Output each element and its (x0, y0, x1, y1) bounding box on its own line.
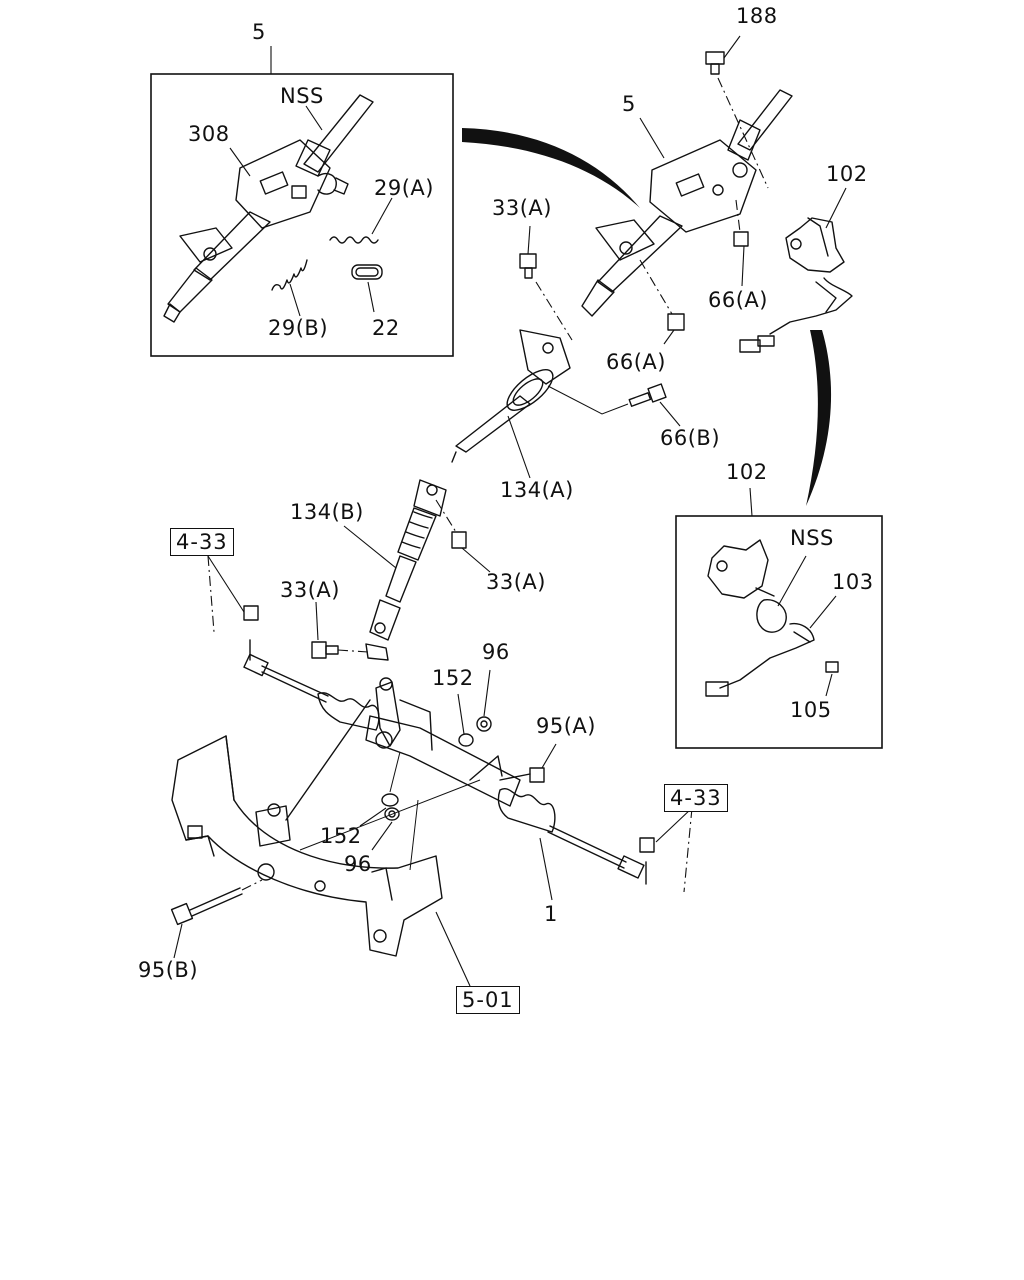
ref-4-33-left[interactable]: 4-33 (170, 528, 234, 556)
callout-96-top: 96 (482, 640, 510, 664)
callout-152-top: 152 (432, 666, 474, 690)
ref-5-01[interactable]: 5-01 (456, 986, 520, 1014)
spring-29a (329, 236, 379, 244)
front-crossmember (171, 699, 443, 957)
callout-66b: 66(B) (660, 426, 721, 450)
callout-95b: 95(B) (138, 958, 199, 982)
callout-188: 188 (736, 4, 778, 28)
bolt-33a-left (311, 641, 339, 659)
bolt-188 (705, 51, 725, 75)
callout-5-inset: 5 (252, 20, 266, 44)
washer-152-bottom (381, 793, 399, 807)
callout-22: 22 (372, 316, 400, 340)
tie-rod-nut-right (639, 837, 655, 853)
bolt-66b (628, 383, 667, 407)
bolt-33a-top (519, 253, 537, 279)
callout-33a-mid: 33(A) (486, 570, 546, 594)
bolt-33a-mid (451, 531, 467, 549)
callout-95a: 95(A) (536, 714, 596, 738)
ref-4-33-right[interactable]: 4-33 (664, 784, 728, 812)
callout-1: 1 (544, 902, 558, 926)
detail-arrow-right (806, 330, 832, 506)
switch-inset-frame (675, 515, 883, 749)
switch-detail-inset (675, 487, 883, 749)
callout-96-bottom: 96 (344, 852, 372, 876)
nut-66a-upper (733, 199, 749, 247)
inset-column (163, 94, 374, 323)
callout-29a: 29(A) (374, 176, 434, 200)
callout-66a-upper: 66(A) (708, 288, 768, 312)
nut-66a-lower (639, 259, 685, 331)
callout-66a-lower: 66(A) (606, 350, 666, 374)
main-steering-column (581, 89, 793, 317)
callout-105: 105 (790, 698, 832, 722)
lower-shaft-134b (365, 479, 447, 661)
steering-gear-rack (243, 639, 647, 885)
callout-33a-top: 33(A) (492, 196, 552, 220)
washer-152-top (458, 733, 474, 747)
nut-96-top (476, 716, 492, 732)
column-detail-inset (150, 46, 454, 357)
callout-5-main: 5 (622, 92, 636, 116)
nut-96-bottom (384, 807, 400, 821)
callout-33a-left: 33(A) (280, 578, 340, 602)
bolt-95a (499, 767, 545, 783)
callout-nss-inset: NSS (280, 84, 324, 108)
combination-switch-102 (739, 217, 853, 353)
column-inset-frame (150, 73, 454, 357)
callout-29b: 29(B) (268, 316, 329, 340)
callout-103: 103 (832, 570, 874, 594)
spring-29b (271, 259, 308, 291)
callout-134a: 134(A) (500, 478, 574, 502)
callout-102-inset: 102 (726, 460, 768, 484)
bolt-95b (170, 879, 263, 926)
detail-arrow-top (462, 128, 640, 208)
clip-22 (351, 264, 383, 280)
intermediate-shaft-134a (451, 329, 571, 463)
callout-152-bottom: 152 (320, 824, 362, 848)
callout-nss-switch: NSS (790, 526, 834, 550)
callout-308: 308 (188, 122, 230, 146)
tie-rod-nut-left (243, 605, 259, 621)
callout-102-main: 102 (826, 162, 868, 186)
callout-134b: 134(B) (290, 500, 364, 524)
